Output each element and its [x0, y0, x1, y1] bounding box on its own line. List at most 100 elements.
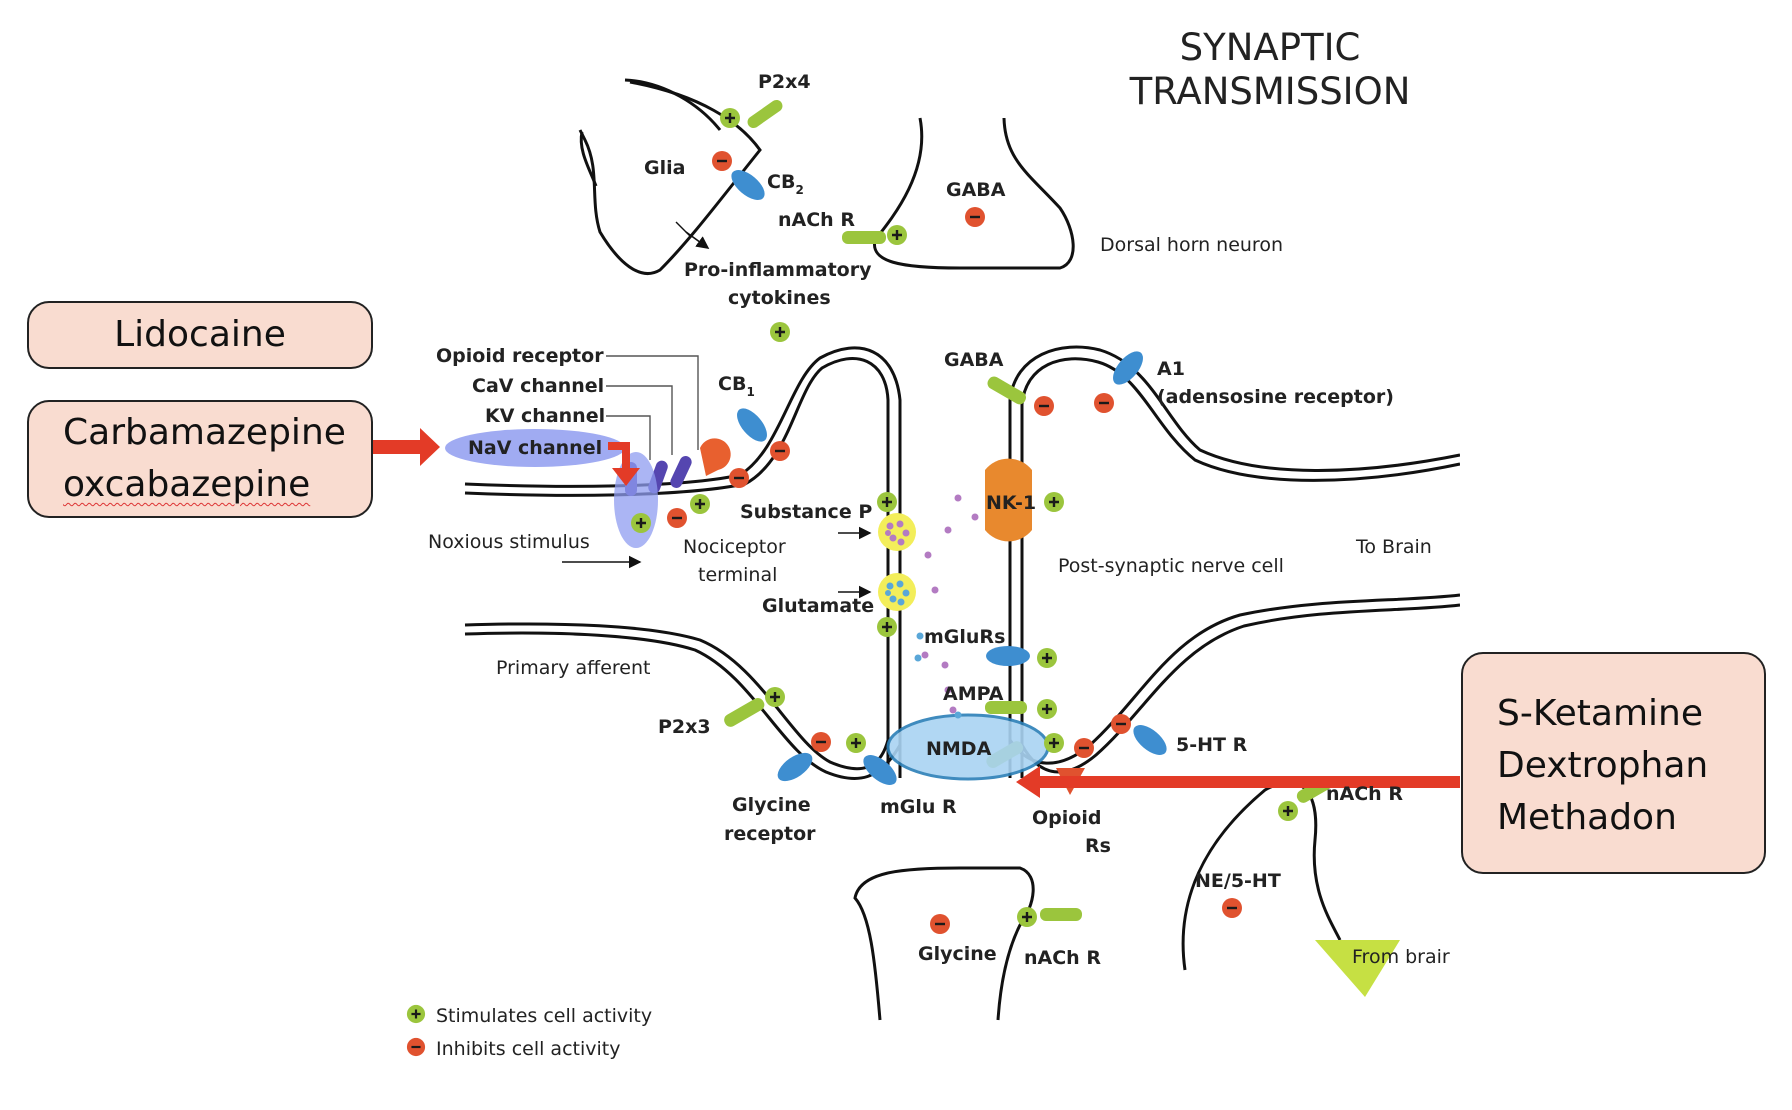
nach-bottom-shape — [1040, 908, 1082, 921]
gaba-top-label: GABA — [946, 179, 1006, 201]
gaba-receptor-shape — [987, 376, 1026, 405]
plus-marker — [764, 686, 786, 708]
title-line-1: SYNAPTIC — [1179, 26, 1361, 69]
mglurs-receptor-shape — [986, 646, 1030, 666]
minus-marker — [1221, 897, 1243, 919]
opioid-rs-label-line2: Rs — [1085, 835, 1111, 857]
methadone-text: Methadon — [1497, 797, 1677, 838]
nmda-antagonist-box: S-Ketamine Dextrophan Methadon — [1461, 652, 1766, 874]
vesicles — [878, 494, 979, 719]
kv-channel-label: KV channel — [485, 405, 605, 427]
p2x3-label: P2x3 — [658, 716, 711, 738]
lidocaine-text: Lidocaine — [114, 314, 286, 355]
nav-channel-highlight — [445, 429, 625, 467]
pro-inflammatory-label: Pro-inflammatory — [684, 259, 872, 281]
plus-marker — [1016, 906, 1038, 928]
plus-marker — [876, 616, 898, 638]
plus-marker — [1036, 698, 1058, 720]
plus-marker — [719, 107, 741, 129]
nociceptor-label: Nociceptor — [683, 536, 786, 558]
plus-marker — [1043, 491, 1065, 513]
nach-top-label: nACh R — [778, 209, 855, 231]
plus-marker — [689, 493, 711, 515]
from-brain-label: From brair — [1352, 946, 1450, 968]
5ht-receptor-label: 5-HT R — [1176, 734, 1248, 756]
ampa-receptor-shape — [985, 701, 1027, 714]
minus-marker — [728, 467, 750, 489]
a1-label: A1 — [1157, 358, 1185, 380]
nav-channel-label: NaV channel — [468, 437, 602, 459]
from-brain-triangle — [1315, 940, 1400, 997]
nk1-receptor-shape — [985, 458, 1032, 542]
carbamazepine-box: Carbamazepine oxcabazepine — [27, 400, 373, 518]
p2x4-label: P2x4 — [758, 71, 811, 93]
opioid-rs-label-line1: Opioid — [1032, 807, 1101, 829]
opioid-receptor-shape — [700, 438, 731, 476]
legend-inhibits-label: Inhibits cell activity — [436, 1038, 620, 1060]
carbamazepine-arrow — [368, 428, 440, 466]
cav-channel-label: CaV channel — [472, 375, 604, 397]
nach-top-shape — [842, 231, 886, 244]
nach-bottom-label: nACh R — [1024, 947, 1101, 969]
plus-marker — [1277, 800, 1299, 822]
mglu-r-shape — [863, 755, 897, 785]
minus-marker — [769, 440, 791, 462]
minus-marker — [1093, 392, 1115, 414]
cb1-label: CB1 — [718, 373, 755, 399]
cytokines-label: cytokines — [728, 287, 831, 309]
page-title: SYNAPTIC TRANSMISSION — [1110, 26, 1430, 114]
a1-receptor-shape — [1113, 351, 1143, 385]
plus-marker — [1043, 732, 1065, 754]
nmda-label: NMDA — [926, 738, 992, 760]
glutamate-vesicle — [878, 573, 916, 611]
minus-marker — [929, 913, 951, 935]
to-brain-label: To Brain — [1355, 536, 1432, 558]
glutamate-label: Glutamate — [762, 595, 874, 617]
plus-marker — [876, 491, 898, 513]
substance-p-label: Substance P — [740, 501, 872, 523]
plus-marker — [769, 321, 791, 343]
carbamazepine-text: Carbamazepine — [63, 412, 346, 453]
nav-channel-highlight-vertical — [614, 452, 658, 548]
small-arrows — [562, 221, 872, 599]
post-synaptic-label: Post-synaptic nerve cell — [1058, 555, 1284, 577]
lidocaine-arrow — [608, 442, 640, 486]
cb1-receptor-shape — [737, 408, 767, 442]
glia-label: Glia — [644, 157, 685, 179]
drug-arrows — [368, 428, 1462, 798]
minus-marker — [1110, 713, 1132, 735]
p2x4-receptor-shape — [747, 99, 783, 129]
substance-p-vesicle — [878, 513, 916, 551]
minus-marker — [1073, 737, 1095, 759]
minus-marker — [1033, 395, 1055, 417]
plus-marker — [1036, 647, 1058, 669]
ampa-label: AMPA — [943, 683, 1004, 705]
terminal-label: terminal — [698, 564, 777, 586]
minus-marker — [810, 731, 832, 753]
minus-marker — [964, 206, 986, 228]
legend-minus-icon — [406, 1037, 426, 1057]
dextrorphan-text: Dextrophan — [1497, 745, 1709, 786]
leader-lines — [606, 355, 699, 460]
5ht-receptor-shape — [1133, 725, 1167, 755]
ne-5ht-label: NE/5-HT — [1195, 870, 1281, 892]
oxcarbazepine-text: oxcabazepine — [63, 464, 311, 505]
p2x3-receptor-shape — [724, 697, 765, 727]
ketamine-text: S-Ketamine — [1497, 693, 1704, 734]
noxious-stimulus-label: Noxious stimulus — [428, 531, 590, 553]
nach-right-label: nACh R — [1326, 783, 1403, 805]
primary-afferent-label: Primary afferent — [496, 657, 650, 679]
glycine-receptor-label-line1: Glycine — [732, 794, 811, 816]
mglu-r-label: mGlu R — [880, 796, 957, 818]
cb2-label: CB2 — [767, 171, 804, 197]
membranes — [464, 78, 1461, 1021]
a1-desc-label: (adensosine receptor) — [1157, 386, 1394, 408]
plus-marker-nav — [630, 512, 652, 534]
glycine-receptor-label-line2: receptor — [724, 823, 816, 845]
gaba-mid-label: GABA — [944, 349, 1004, 371]
minus-marker — [711, 150, 733, 172]
title-line-2: TRANSMISSION — [1129, 70, 1411, 113]
mglurs-label: mGluRs — [924, 626, 1005, 648]
